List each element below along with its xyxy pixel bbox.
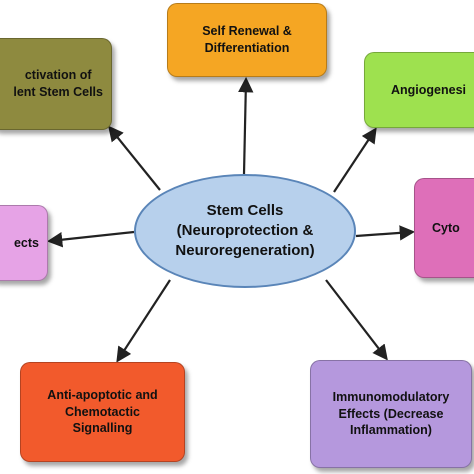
arrows-group — [46, 76, 416, 363]
arrow-to-self-renewal — [238, 76, 254, 175]
arrow-to-angiogenesis — [333, 127, 377, 193]
box-effects-left-label: ects — [13, 235, 39, 250]
box-anti-apoptotic: Anti-apoptotic and Chemotactic Signallin… — [20, 362, 185, 462]
box-self-renewal: Self Renewal & Differentiation — [167, 3, 327, 77]
arrow-to-anti-apoptotic — [116, 279, 171, 363]
box-immunomodulatory: Immunomodulatory Effects (Decrease Infla… — [310, 360, 472, 468]
box-activation: ctivation of lent Stem Cells — [0, 38, 112, 130]
arrow-to-immunomodulatory — [325, 279, 388, 361]
arrow-to-effects-left — [46, 230, 135, 248]
box-cytokines-label: Cyto — [432, 220, 460, 235]
center-stem-cells-label: Stem Cells (Neuroprotection & Neuroregen… — [175, 201, 315, 260]
box-immunomodulatory-label: Immunomodulatory Effects (Decrease Infla… — [332, 389, 450, 438]
box-effects-left: ects — [0, 205, 48, 281]
box-self-renewal-label: Self Renewal & Differentiation — [202, 24, 292, 55]
arrow-to-cytokines — [355, 225, 416, 241]
box-anti-apoptotic-label: Anti-apoptotic and Chemotactic Signallin… — [47, 387, 158, 436]
box-angiogenesis: Angiogenesi — [364, 52, 474, 128]
box-angiogenesis-label: Angiogenesi — [391, 82, 467, 97]
center-stem-cells: Stem Cells (Neuroprotection & Neuroregen… — [134, 174, 356, 288]
box-cytokines: Cyto — [414, 178, 474, 278]
box-activation-label: ctivation of lent Stem Cells — [13, 68, 103, 99]
arrow-to-activation — [108, 125, 161, 191]
